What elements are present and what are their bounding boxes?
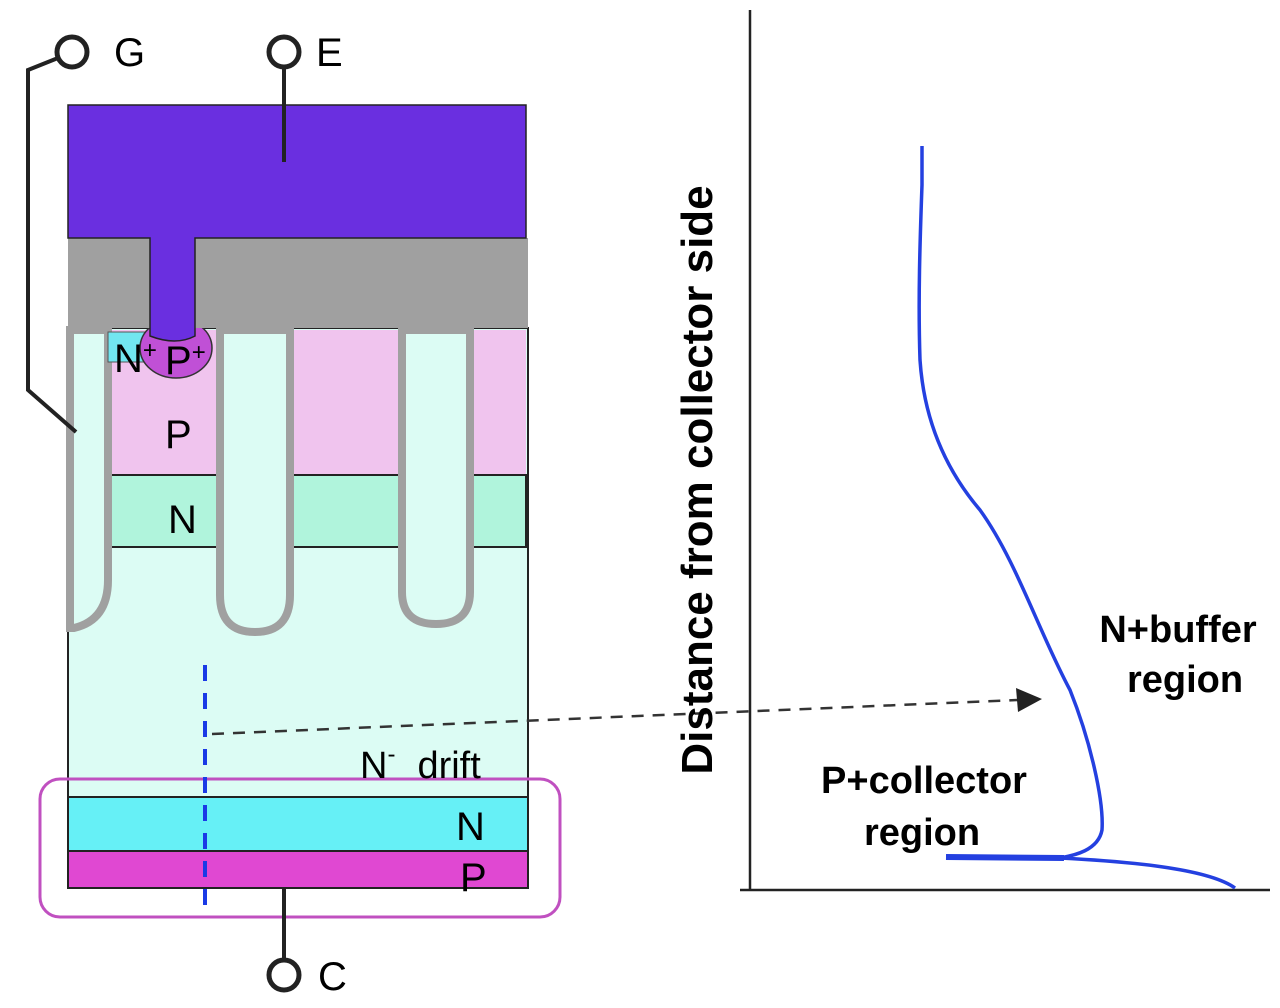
n-layer-label: N	[168, 498, 197, 542]
p-body-label: P	[165, 413, 192, 457]
p-collector-layer	[67, 850, 529, 889]
emitter-terminal	[266, 34, 302, 70]
device-cross-section: N+ P+ P N N-drift N P	[38, 104, 562, 919]
collector-label: C	[318, 955, 347, 999]
gate-label: G	[114, 31, 145, 75]
emitter-label: E	[316, 31, 343, 75]
n-minus-drift-label: N-drift	[360, 741, 481, 787]
n-buffer-region-label-2: region	[1127, 659, 1243, 701]
oxide-layer	[68, 238, 528, 328]
trench-gates	[66, 326, 474, 637]
cutline-arrow	[211, 688, 1042, 736]
doping-profile-plot: Distance from collector side N+buffer re…	[673, 10, 1270, 892]
y-axis-label: Distance from collector side	[673, 185, 722, 774]
terminals: G E C	[26, 31, 347, 999]
collector-terminal	[266, 957, 302, 993]
gate-terminal	[54, 34, 90, 70]
p-collector-region-label-1: P+collector	[821, 760, 1027, 802]
arrow-shaft	[211, 698, 1019, 736]
p-collector-label: P	[460, 856, 487, 900]
n-plus-label: N+	[114, 337, 157, 381]
n-buffer-label: N	[456, 805, 485, 849]
trench-right	[398, 326, 474, 629]
emitter-metal	[67, 104, 527, 342]
p-plus-label: P+	[165, 339, 206, 383]
trench-left	[66, 326, 112, 632]
gate-lead	[26, 56, 78, 434]
p-collector-region-label-2: region	[864, 812, 980, 854]
arrow-head	[1016, 688, 1042, 712]
trench-middle	[216, 326, 294, 637]
buffer-collector-highlight	[38, 777, 562, 919]
n-buffer-region-label-1: N+buffer	[1099, 609, 1257, 651]
collector-spike	[945, 854, 1065, 861]
